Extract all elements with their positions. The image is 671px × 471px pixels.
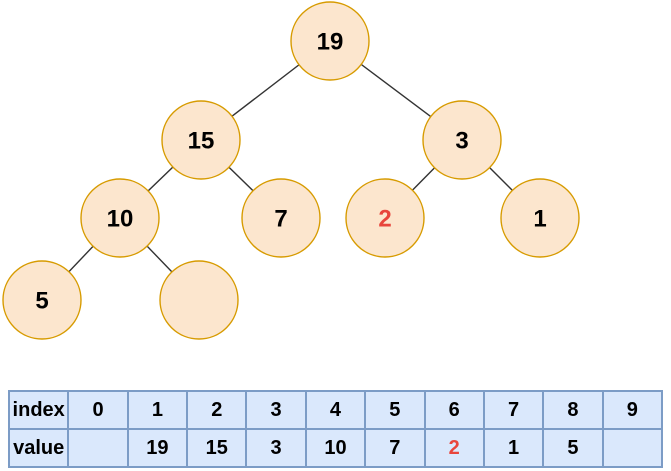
tree-node-label: 7	[274, 206, 287, 233]
tree-node-circle	[500, 178, 580, 258]
tree-node-circle	[2, 260, 82, 340]
tree-node-5: 5	[2, 260, 82, 340]
table-cell-value-9	[601, 428, 664, 468]
tree-node-circle	[290, 1, 370, 81]
table-cell-value-0	[67, 428, 129, 468]
tree-node-1: 1	[500, 178, 580, 258]
value-row-header: value	[7, 428, 70, 468]
tree-node-circle	[422, 100, 502, 180]
tree-node-label: 5	[35, 288, 48, 315]
tree-node-15: 15	[161, 100, 241, 180]
table-cell-index-9: 9	[601, 390, 664, 430]
tree-node-empty	[159, 260, 239, 340]
table-cell-index-7: 7	[482, 390, 545, 430]
table-cell-value-4: 10	[304, 428, 367, 468]
table-cell-index-4: 4	[304, 390, 367, 430]
tree-node-10: 10	[80, 178, 160, 258]
table-cell-index-5: 5	[364, 390, 426, 430]
tree-node-label: 15	[188, 128, 215, 155]
table-cell-index-0: 0	[67, 390, 129, 430]
tree-node-circle	[159, 260, 239, 340]
tree-node-19: 19	[290, 1, 370, 81]
tree-node-circle	[241, 178, 321, 258]
tree-node-2: 2	[345, 178, 425, 258]
table-cell-value-5: 7	[364, 428, 426, 468]
index-row-header: index	[7, 390, 70, 430]
table-cell-value-2: 15	[186, 428, 248, 468]
table-cell-value-3: 3	[245, 428, 307, 468]
tree-node-circle	[161, 100, 241, 180]
table-cell-index-8: 8	[542, 390, 604, 430]
table-cell-index-2: 2	[186, 390, 248, 430]
table-cell-value-1: 19	[126, 428, 189, 468]
tree-node-label: 1	[533, 206, 546, 233]
tree-node-circle	[80, 178, 160, 258]
table-cell-index-6: 6	[423, 390, 485, 430]
tree-node-label: 19	[317, 29, 344, 56]
tree-node-label: 3	[455, 128, 468, 155]
tree-node-circle	[345, 178, 425, 258]
tree-node-label: 2	[378, 206, 391, 233]
tree-node-label: 10	[107, 206, 134, 233]
tree-node-3: 3	[422, 100, 502, 180]
table-cell-value-6: 2	[423, 428, 485, 468]
table-cell-value-7: 1	[482, 428, 545, 468]
table-cell-value-8: 5	[542, 428, 604, 468]
table-cell-index-1: 1	[126, 390, 189, 430]
tree-node-7: 7	[241, 178, 321, 258]
table-cell-index-3: 3	[245, 390, 307, 430]
